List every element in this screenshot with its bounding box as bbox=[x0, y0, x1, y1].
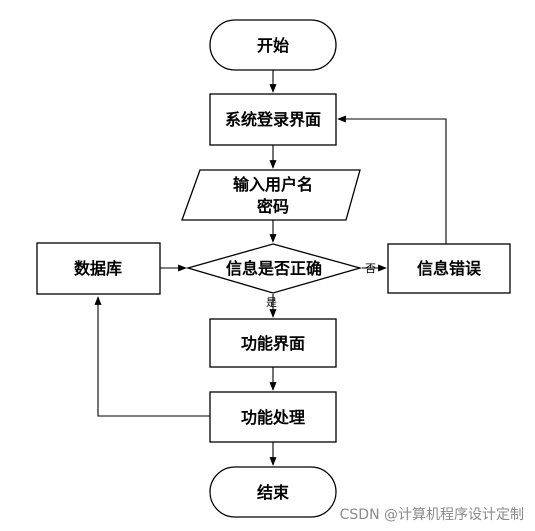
database-node: 数据库 bbox=[36, 242, 161, 295]
check-decision-node: 信息是否正确 bbox=[185, 243, 363, 294]
end-node: 结束 bbox=[209, 466, 337, 518]
function-process-node: 功能处理 bbox=[209, 391, 337, 443]
function-screen-label: 功能界面 bbox=[241, 334, 305, 353]
function-process-label: 功能处理 bbox=[241, 408, 305, 427]
edge-label-yes: 是 bbox=[266, 296, 277, 309]
error-node: 信息错误 bbox=[387, 243, 511, 294]
input-label-line1: 输入用户名 bbox=[233, 175, 313, 194]
database-label: 数据库 bbox=[74, 259, 122, 278]
input-node: 输入用户名 密码 bbox=[181, 169, 361, 221]
error-label: 信息错误 bbox=[417, 259, 482, 278]
start-node: 开始 bbox=[209, 19, 337, 71]
start-label: 开始 bbox=[257, 36, 289, 55]
check-label: 信息是否正确 bbox=[226, 259, 322, 278]
input-label-line2: 密码 bbox=[256, 197, 289, 216]
login-screen-label: 系统登录界面 bbox=[225, 110, 321, 129]
connectors bbox=[94, 70, 447, 466]
function-screen-node: 功能界面 bbox=[209, 318, 337, 368]
edge-error-to-login bbox=[337, 115, 447, 244]
edge-label-no: 否 bbox=[365, 262, 376, 275]
edge-process-to-database bbox=[94, 296, 210, 417]
login-screen-node: 系统登录界面 bbox=[209, 93, 337, 146]
watermark: CSDN @计算机程序设计定制 bbox=[340, 507, 524, 523]
end-label: 结束 bbox=[256, 483, 290, 502]
